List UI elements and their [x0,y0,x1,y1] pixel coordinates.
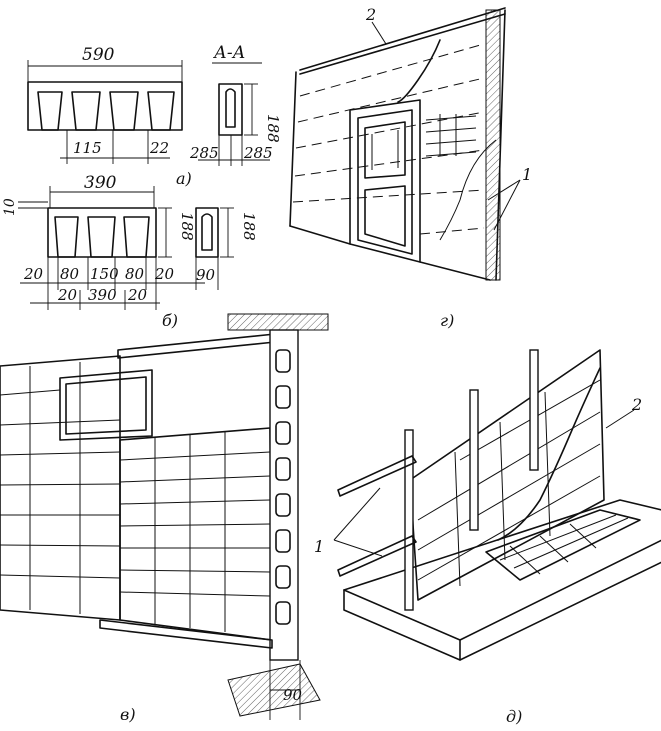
b-bot1-label: 20 [57,286,78,304]
v-dim-label: 90 [283,686,303,704]
b-width-label: 390 [84,173,117,193]
b-d3-label: 150 [90,265,119,283]
b-d4-label: 80 [125,265,145,283]
d-mark-1: 1 [314,537,324,556]
b-d1-label: 20 [23,265,44,283]
b-bot2-label: 390 [88,286,117,304]
v-caption: в) [120,705,136,724]
b-height-label: 188 [178,212,196,241]
g-caption: г) [440,311,454,330]
a-width-label: 590 [82,45,115,65]
d-mark-2: 2 [631,395,642,414]
section-aa [198,62,270,166]
d-caption: д) [506,707,522,726]
g-mark-1: 1 [522,165,532,184]
b-d2-label: 80 [60,265,80,283]
a-end-label: 22 [149,139,169,157]
section-b [195,207,234,290]
a-rib-label: 115 [73,139,102,157]
b-bot3-label: 20 [127,286,148,304]
b-caption: б) [162,311,178,330]
aa-left-label: 285 [189,144,219,162]
aa-right-label: 285 [243,144,273,162]
aa-title: А-А [213,43,246,63]
panel-b-slab [18,186,205,310]
b-sec-height-label: 188 [240,212,258,241]
b-sec-width-label: 90 [196,266,216,284]
panel-g-room [289,7,521,281]
panel-a-slab [27,60,183,164]
panel-d-slab [333,349,661,661]
b-d5-label: 20 [154,265,175,283]
panel-v-wall [0,313,329,720]
a-caption: а) [176,169,192,188]
aa-height-label: 188 [264,114,282,143]
g-mark-2: 2 [365,5,376,24]
b-top-label: 10 [2,198,18,216]
